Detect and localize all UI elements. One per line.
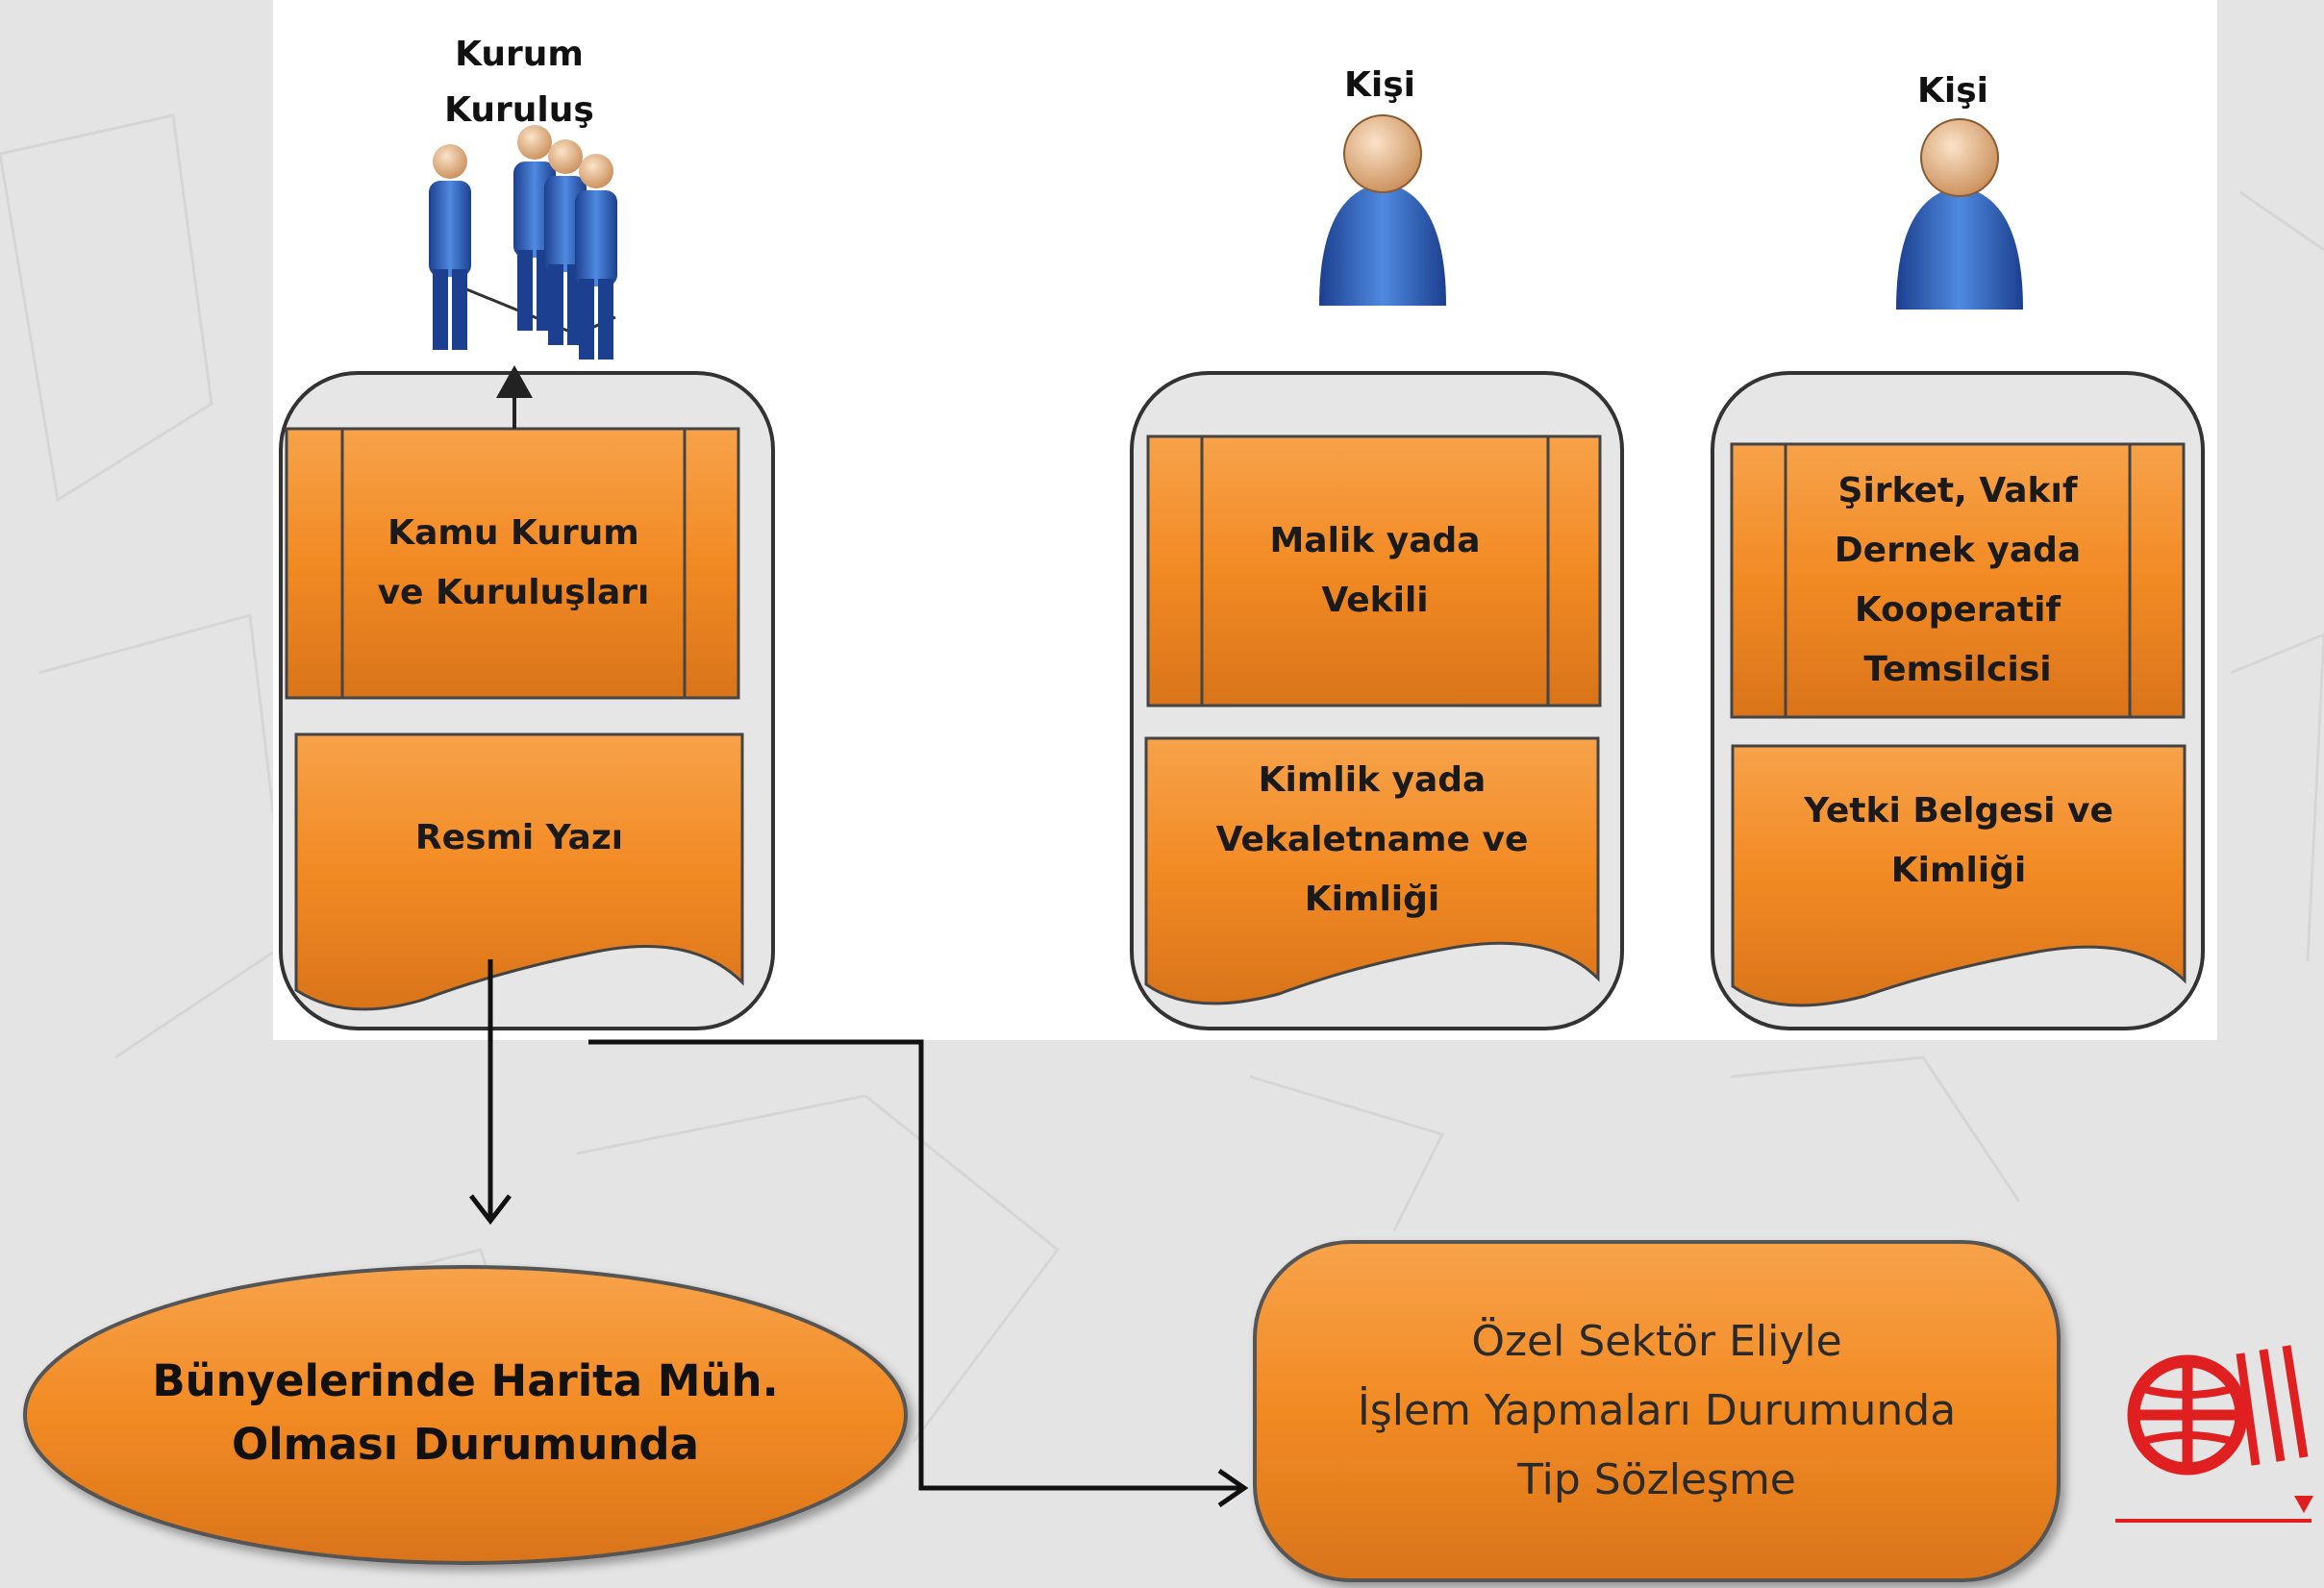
- outcome-rounded-box: [1253, 1240, 2061, 1582]
- middle-document-line-1: Kimlik yada: [1258, 760, 1487, 800]
- connector-right-arrowhead: [1217, 1468, 1249, 1508]
- left-process-line-1: Kamu Kurum: [387, 513, 639, 553]
- right-process-line-1: Şirket, Vakıf: [1837, 471, 2078, 510]
- group-of-people-icon: [429, 125, 617, 360]
- institution-label-line-1: Kurum: [455, 35, 584, 74]
- person-right-label: Kişi: [1916, 71, 1988, 111]
- person-right-actor-label: Kişi: [1862, 63, 2044, 119]
- right-document-line-2: Kimliği: [1890, 851, 2027, 890]
- middle-process-line-1: Malik yada: [1269, 521, 1481, 560]
- process-box-middle-label: Malik yada Vekili: [1202, 436, 1548, 706]
- process-box-left-label: Kamu Kurum ve Kuruluşları: [342, 429, 685, 698]
- person-icon: [1896, 118, 2023, 310]
- process-box-left: [285, 427, 740, 700]
- ellipse-line-1: Bünyelerinde Harita Müh.: [152, 1355, 779, 1406]
- connector-up-arrowhead: [496, 365, 533, 398]
- process-box-right: [1730, 442, 2186, 719]
- institution-label-line-2: Kuruluş: [444, 90, 594, 130]
- outcome-rounded-box-label: Özel Sektör Eliyle İşlem Yapmaları Durum…: [1264, 1298, 2049, 1525]
- document-left-label: Resmi Yazı: [296, 779, 742, 898]
- connector-down-arrowhead: [469, 1194, 512, 1226]
- document-shape-right: [1731, 744, 2187, 1007]
- middle-document-line-2: Vekaletname ve: [1215, 820, 1529, 859]
- right-process-line-3: Kooperatif: [1854, 590, 2062, 630]
- person-middle-label: Kişi: [1343, 65, 1415, 105]
- box-line-2: İşlem Yapmaları Durumunda: [1357, 1386, 1957, 1435]
- document-shape-middle: [1144, 736, 1600, 1005]
- connector-right: [588, 1039, 1242, 1491]
- document-shape-left: [294, 732, 744, 1011]
- institution-actor-label: Kurum Kuruluş: [404, 27, 635, 138]
- ellipse-line-2: Olması Durumunda: [232, 1419, 699, 1470]
- document-middle-label: Kimlik yada Vekaletname ve Kimliği: [1146, 746, 1598, 934]
- right-process-line-2: Dernek yada: [1834, 531, 2082, 570]
- outcome-ellipse-label: Bünyelerinde Harita Müh. Olması Durumund…: [77, 1317, 854, 1509]
- left-process-line-2: ve Kuruluşları: [377, 573, 650, 612]
- box-line-1: Özel Sektör Eliyle: [1471, 1317, 1842, 1366]
- middle-process-line-2: Vekili: [1321, 581, 1429, 620]
- middle-document-line-3: Kimliği: [1304, 880, 1440, 919]
- person-middle-actor-label: Kişi: [1288, 58, 1471, 113]
- process-box-middle: [1146, 434, 1602, 707]
- right-process-line-4: Temsilcisi: [1863, 650, 2052, 689]
- left-document-label: Resmi Yazı: [414, 818, 624, 857]
- globe-logo-icon: [2115, 1345, 2313, 1523]
- right-document-line-1: Yetki Belgesi ve: [1804, 791, 2113, 831]
- outcome-ellipse: [23, 1265, 908, 1565]
- person-icon: [1319, 114, 1446, 306]
- document-right-label: Yetki Belgesi ve Kimliği: [1733, 779, 2185, 904]
- box-line-3: Tip Sözleşme: [1517, 1455, 1796, 1504]
- process-box-right-label: Şirket, Vakıf Dernek yada Kooperatif Tem…: [1786, 444, 2130, 717]
